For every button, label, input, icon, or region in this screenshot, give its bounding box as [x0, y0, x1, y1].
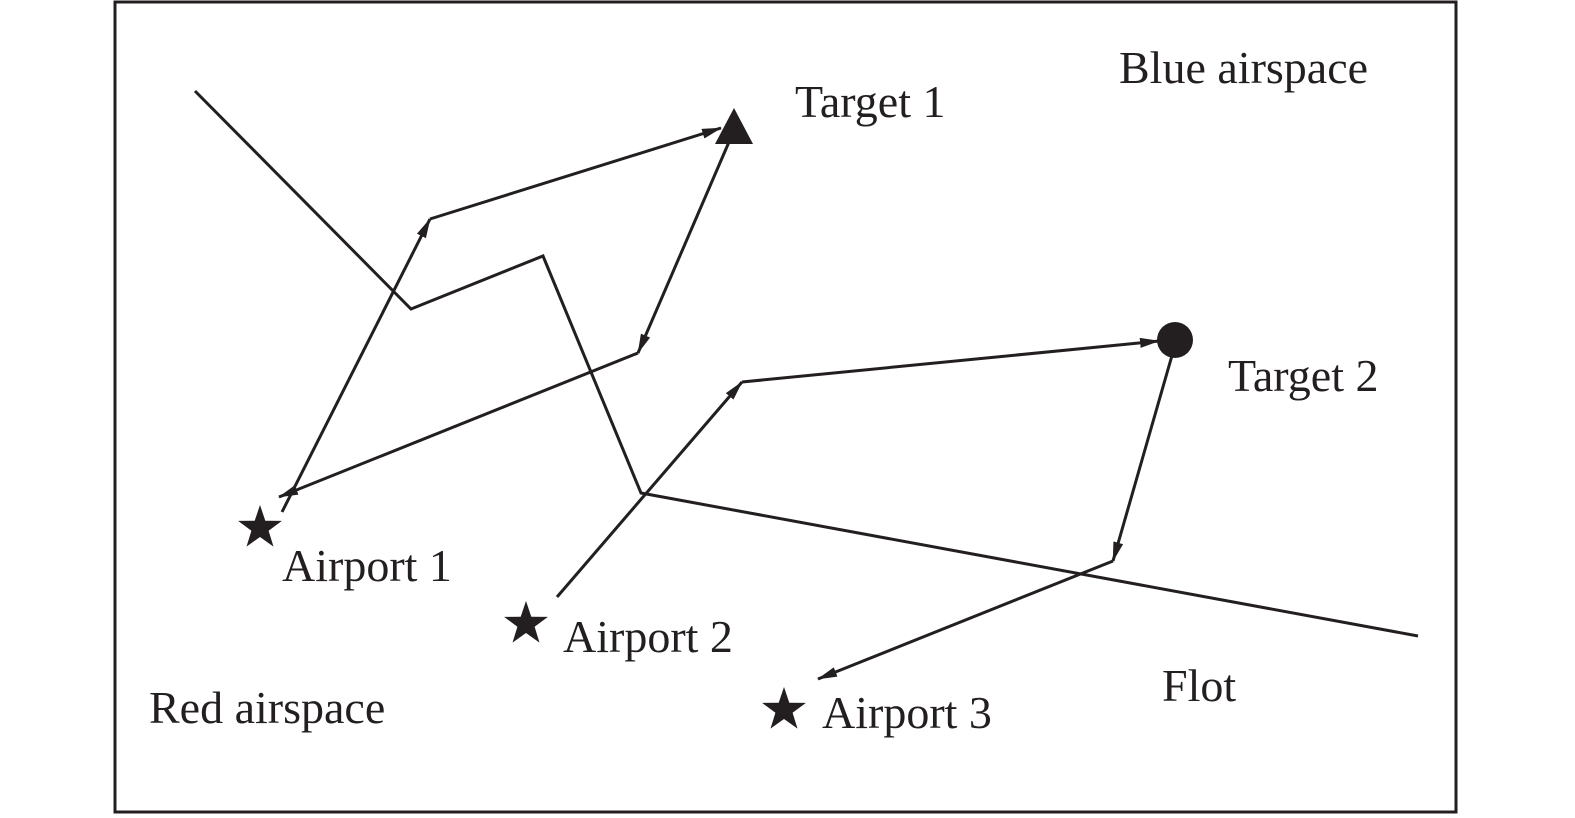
blue-airspace-label: Blue airspace — [1119, 42, 1368, 93]
airport-3-label: Airport 3 — [822, 687, 992, 738]
diagram-frame — [113, 0, 1458, 814]
target-1-label: Target 1 — [795, 76, 946, 127]
route-segment-waypoint1-target1 — [429, 126, 722, 221]
red-airspace-label: Red airspace — [149, 682, 385, 733]
flot-label: Flot — [1162, 660, 1236, 711]
route-airport2-target2-airport3 — [555, 337, 1175, 681]
route-segment-waypoint4-airport3 — [817, 559, 1114, 681]
route-segment-waypoint2-airport1 — [278, 351, 639, 499]
route-segment-airport2-waypoint3 — [555, 381, 744, 598]
airport-3-star-icon — [762, 687, 806, 729]
airport-2-star-icon — [504, 601, 548, 643]
airport-1-label: Airport 1 — [282, 540, 452, 591]
target-2-label: Target 2 — [1228, 350, 1379, 401]
airport-2-label: Airport 2 — [563, 611, 733, 662]
target-1-triangle-marker — [715, 108, 753, 144]
flot-boundary-line — [193, 89, 1419, 638]
route-segment-airport1-waypoint1 — [280, 218, 432, 513]
route-segment-waypoint3-target2 — [741, 337, 1160, 384]
route-segment-target2-waypoint4 — [1111, 351, 1175, 562]
airport-1-star-icon — [238, 505, 282, 547]
route-airport1-target1 — [278, 126, 734, 513]
route-segment-target1-waypoint2 — [636, 134, 734, 354]
target-2-circle-marker — [1157, 322, 1193, 358]
